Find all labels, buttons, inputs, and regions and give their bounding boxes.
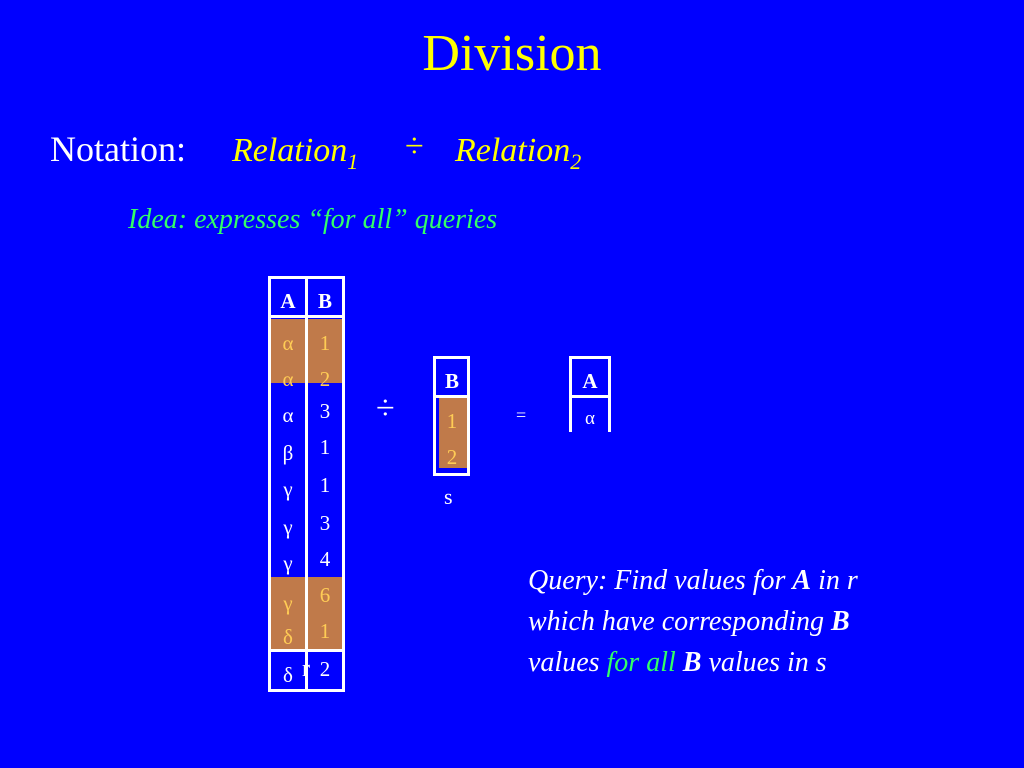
slide-title: Division — [422, 25, 602, 82]
r-cell-a: γ — [283, 551, 293, 575]
query-part: Query: Find values for — [528, 565, 793, 596]
query-part: in r — [811, 565, 858, 596]
relation-2: Relation2 — [455, 132, 581, 175]
r-header-b: B — [317, 289, 332, 313]
result-cell-a: α — [585, 408, 595, 429]
query-part: values — [528, 647, 607, 678]
relation-2-subscript: 2 — [570, 148, 582, 174]
r-cell-b: 1 — [319, 331, 331, 355]
notation-label: Notation: — [50, 129, 186, 169]
r-cell-a: γ — [283, 591, 293, 615]
notation-division-operator: ÷ — [405, 128, 424, 165]
equals-sign: = — [516, 405, 527, 425]
s-highlight — [439, 398, 467, 468]
r-cell-b: 3 — [319, 511, 331, 535]
relation-1-text: Relation — [232, 132, 348, 169]
query-bold-a: A — [792, 565, 812, 596]
query-part: which have corresponding — [528, 606, 832, 637]
r-cell-b: 1 — [319, 619, 331, 643]
r-cell-b: 6 — [319, 583, 331, 607]
r-cell-a: γ — [283, 477, 293, 501]
result-header-a: A — [582, 369, 598, 393]
r-cell-b: 3 — [319, 399, 331, 423]
r-cell-b: 1 — [319, 473, 331, 497]
query-part — [676, 647, 683, 678]
r-cell-a: δ — [283, 663, 293, 687]
query-bold-b: B — [682, 647, 702, 678]
relation-s-table: B 1 2 — [433, 356, 470, 476]
result-table: A α — [569, 356, 611, 432]
query-for-all: for all — [606, 647, 676, 678]
r-cell-a: α — [282, 331, 294, 355]
r-column-divider — [305, 279, 308, 689]
r-cell-b: 1 — [319, 435, 331, 459]
r-header-divider — [271, 315, 342, 318]
relation-r-table: A B α 1 α 2 α 3 β 1 γ 1 γ 3 γ 4 γ 6 δ 1 … — [268, 276, 345, 692]
s-cell-b: 1 — [446, 409, 458, 433]
s-header-divider — [436, 395, 467, 398]
relation-2-text: Relation — [455, 132, 571, 169]
r-cell-a: α — [282, 367, 294, 391]
idea-text: Idea: expresses “for all” queries — [128, 204, 498, 235]
r-cell-b: 4 — [319, 547, 331, 571]
division-operator: ÷ — [376, 390, 395, 427]
relation-1: Relation1 — [232, 132, 358, 175]
relation-r-label: r — [302, 656, 310, 682]
s-cell-b: 2 — [446, 445, 458, 469]
r-cell-a: α — [282, 403, 294, 427]
r-header-a: A — [280, 289, 296, 313]
relation-s-label: s — [444, 484, 453, 509]
result-header-divider — [572, 395, 608, 398]
query-part: values in s — [701, 647, 827, 678]
r-cell-a: β — [282, 441, 294, 465]
r-row-divider — [271, 649, 342, 652]
r-cell-a: γ — [283, 515, 293, 539]
s-header-b: B — [444, 369, 459, 393]
relation-1-subscript: 1 — [347, 148, 359, 174]
r-cell-b: 2 — [319, 367, 331, 391]
query-text: Query: Find values for A in r which have… — [528, 560, 1008, 683]
query-bold-b: B — [831, 606, 850, 637]
r-cell-b: 2 — [319, 657, 331, 681]
r-cell-a: δ — [283, 625, 293, 649]
